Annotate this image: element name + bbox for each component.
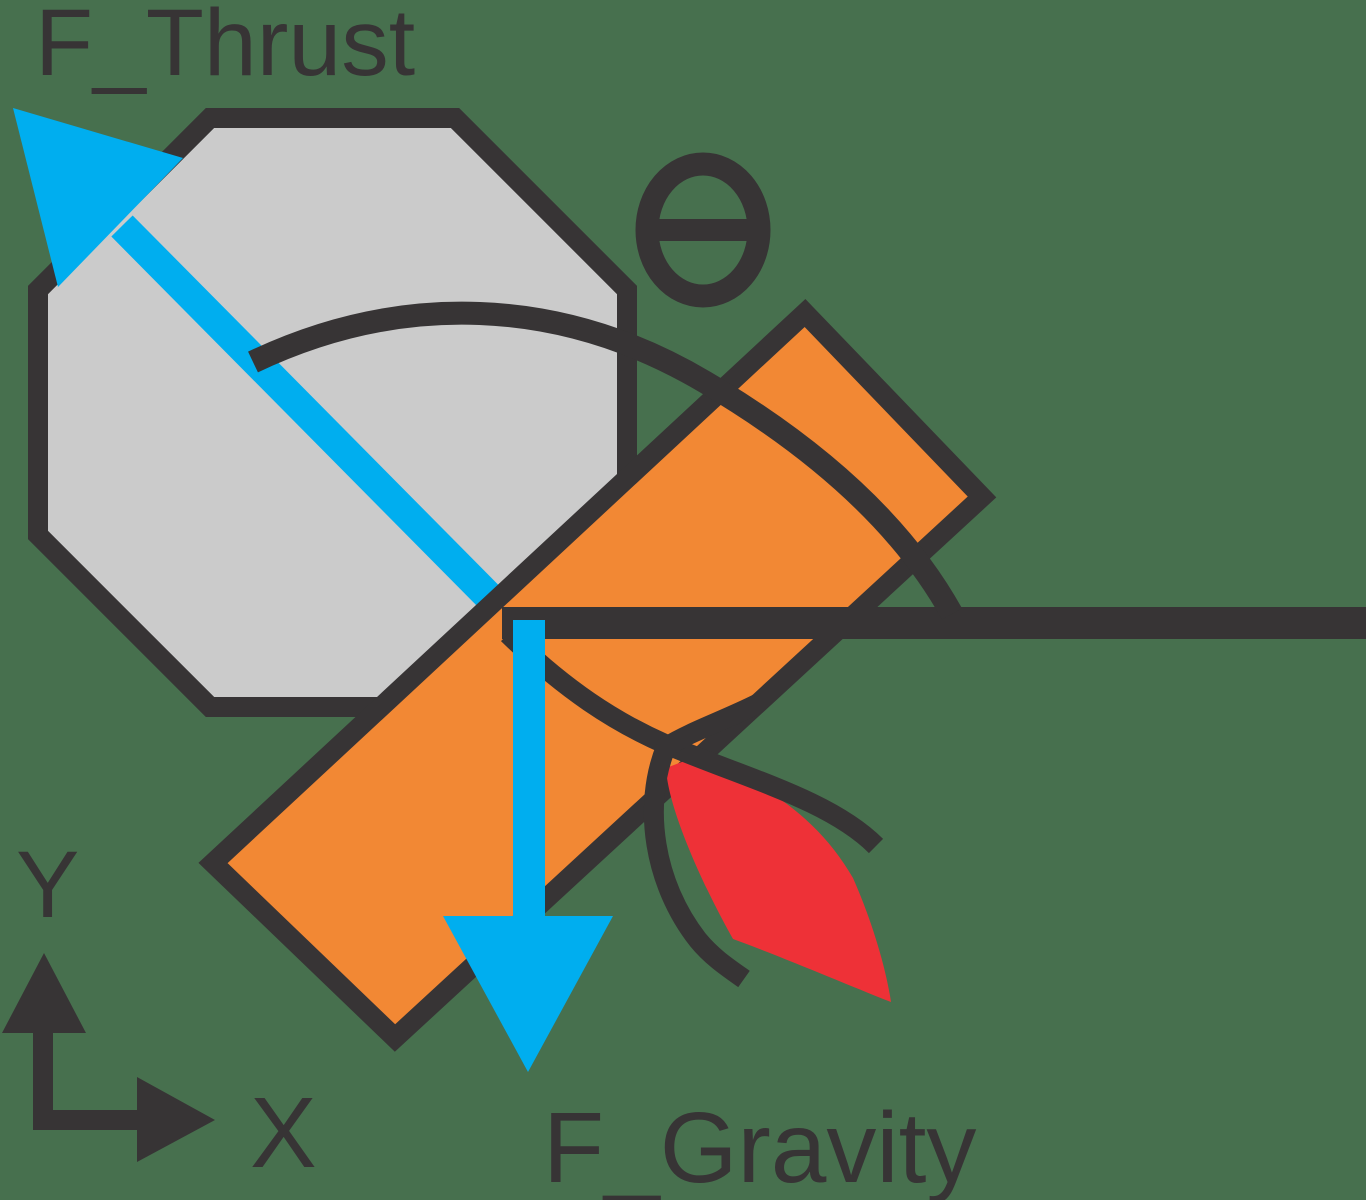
- thrust-label: F_Thrust: [35, 0, 415, 96]
- y-axis-arrowhead: [2, 953, 86, 1033]
- coordinate-axes-icon: [2, 953, 215, 1162]
- thrust-arrowhead: [13, 108, 183, 287]
- thrust-arrow-shaft: [111, 215, 521, 629]
- x-axis-label: X: [250, 1077, 317, 1189]
- thrust-arrow-icon: F_Thrust: [13, 108, 521, 629]
- gravity-label: F_Gravity: [543, 1092, 976, 1200]
- y-axis-label: Y: [16, 832, 79, 938]
- axes-lines: [33, 1033, 139, 1130]
- exhaust-curve-left: [643, 695, 762, 988]
- rocket-body: [198, 298, 997, 1052]
- theta-symbol: θ: [635, 152, 771, 308]
- theta-ring: [635, 152, 771, 308]
- gravity-arrow-icon: F_Gravity: [443, 620, 613, 1072]
- flame-icon: [666, 757, 891, 1002]
- gravity-arrowhead: [443, 916, 613, 1072]
- x-axis-arrowhead: [137, 1077, 215, 1162]
- theta-angle-arc: [248, 301, 963, 620]
